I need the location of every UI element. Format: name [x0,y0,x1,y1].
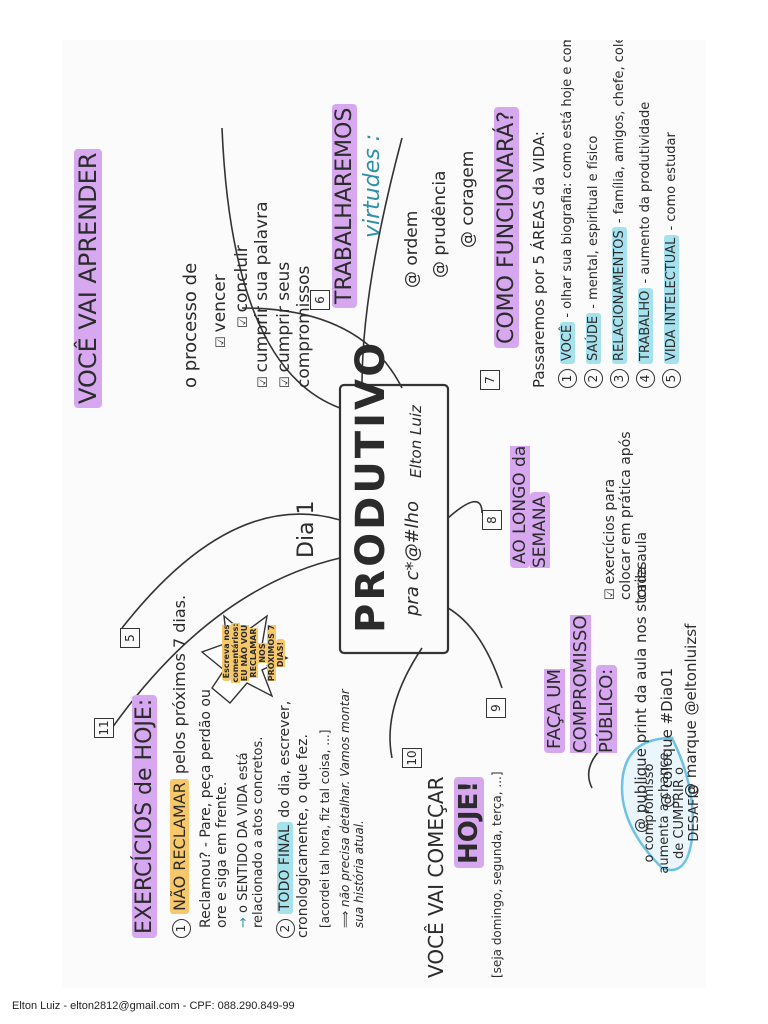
footer-text: Elton Luiz - elton2812@gmail.com - CPF: … [12,1000,295,1012]
center-subtitle: pra c*@#lho [402,501,423,616]
section9-number: 9 [486,698,506,718]
section11-ex2-note: [acordei tal hora, fiz tal coisa, ...] [318,729,332,928]
section6-item-3: @ coragem [458,150,478,248]
starburst-text: Escreva nos comentários: EU NÃO VOU RECL… [222,623,285,683]
section7-intro: Passaremos por 5 ÁREAS da VIDA: [530,131,548,388]
section5-number: 5 [120,628,140,648]
section9-title: FAÇA UM COMPROMISSO PÚBLICO: [544,615,617,753]
section6-title: TRABALHAREMOS [332,103,357,308]
connector-lines [111,127,695,872]
section8-title: AO LONGO da SEMANA [510,445,550,568]
center-box [338,383,450,655]
cloud-arrow [587,747,603,789]
section7-number: 7 [480,370,500,390]
section11-ex1-arrow: → o SENTIDO DA VIDA está relacionado a a… [236,736,266,928]
section11-ex1: 1NÃO RECLAMAR pelos próximos 7 dias. [170,595,191,938]
section11-title: EXERCÍCIOS de HOJE: [132,694,157,938]
section11-ex2: 2TODO FINAL do dia, escrever, cronologic… [276,700,311,938]
section10-title2: HOJE! [454,776,484,868]
section5-item-3: ☑cumprir sua palavra [252,201,272,388]
section7-item-3: 3RELACIONAMENTOS - família, amigos, chef… [610,40,629,388]
center-signature: Elton Luiz [407,405,425,478]
section6-title2: virtudes : [360,133,385,238]
cloud-shape [620,736,695,872]
section7-item-2: 2SAÚDE - mental, espiritual e físico [584,136,603,388]
section7-item-1: 1VOCÊ - olhar sua biografia: como está h… [558,40,577,388]
section6-item-2: @ prudência [430,170,450,278]
section5-item-1: ☑vencer [210,274,230,348]
section5-line: o processo de [180,262,201,388]
center-title: PRODUTIVO [348,339,394,633]
section5-item-4: ☑cumprir seus compromissos [274,261,314,388]
section10-number: 10 [402,748,422,768]
section5-title: VOCÊ VAI APRENDER [74,148,102,408]
section8-number: 8 [482,510,502,530]
mindmap-sheet: Dia 1 PRODUTIVO pra c*@#lho Elton Luiz 5… [62,40,706,988]
section5-item-2: ☑concluir [232,245,252,328]
section11-number: 11 [94,718,114,738]
section9-cloud-text: o compromisso aumenta a chance de CUMPRI… [642,752,702,874]
section11-ex2-arrow: ⟹ não precisa detalhar. Vamos montar sua… [338,689,366,928]
section10-note: [seja domingo, segunda, terça, ...] [490,771,504,978]
section7-item-4: 4TRABALHO - aumento da produtividade [636,102,655,388]
section7-item-5: 5VIDA INTELECTUAL - como estudar [662,132,681,388]
dia-label: Dia 1 [294,500,319,558]
section11-ex1-note: Reclamou? - Pare, peça perdão ou ore e s… [198,689,230,928]
section10-title: VOCÊ VAI COMEÇAR [424,776,448,978]
section6-number: 6 [310,290,330,310]
section7-title: COMO FUNCIONARÁ? [494,107,519,348]
mindmap-canvas: Dia 1 PRODUTIVO pra c*@#lho Elton Luiz 5… [62,40,706,988]
section6-item-1: @ ordem [402,210,422,288]
